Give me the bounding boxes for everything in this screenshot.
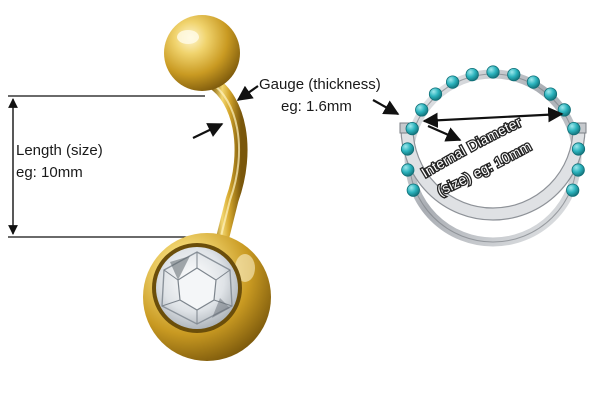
turquoise-bead [400,142,415,156]
top-ball [164,15,240,91]
turquoise-bead [406,183,420,197]
length-dimension [8,95,205,238]
length-title-label: Length (size) [16,142,103,159]
diameter-arrow [422,107,564,128]
turquoise-bead [428,87,443,101]
hinged-segment-ring-illustration [399,65,587,247]
gauge-arrow-left [192,123,224,139]
turquoise-bead [415,103,429,117]
turquoise-bead [566,183,580,197]
gauge-example-label: eg: 1.6mm [281,98,352,115]
crystal-gem-illustration [152,243,242,333]
turquoise-bead [571,163,585,177]
turquoise-bead-row [400,65,586,197]
turquoise-bead [445,75,460,89]
turquoise-bead [543,87,558,101]
gauge-arrows [192,85,400,139]
turquoise-bead [507,68,521,82]
turquoise-bead [526,75,541,89]
turquoise-bead [401,163,415,177]
bar-shaft [205,75,248,247]
turquoise-bead [486,65,500,79]
turquoise-bead [567,122,581,136]
gauge-arrow-ring [372,99,400,115]
turquoise-bead [571,142,586,156]
gauge-title-label: Gauge (thickness) [259,76,381,93]
turquoise-bead [405,122,419,136]
gauge-arrow-right [236,85,259,101]
length-example-label: eg: 10mm [16,164,83,181]
turquoise-bead [465,68,479,82]
belly-bar-illustration [143,15,271,361]
diameter-arrow-inner [427,124,462,142]
